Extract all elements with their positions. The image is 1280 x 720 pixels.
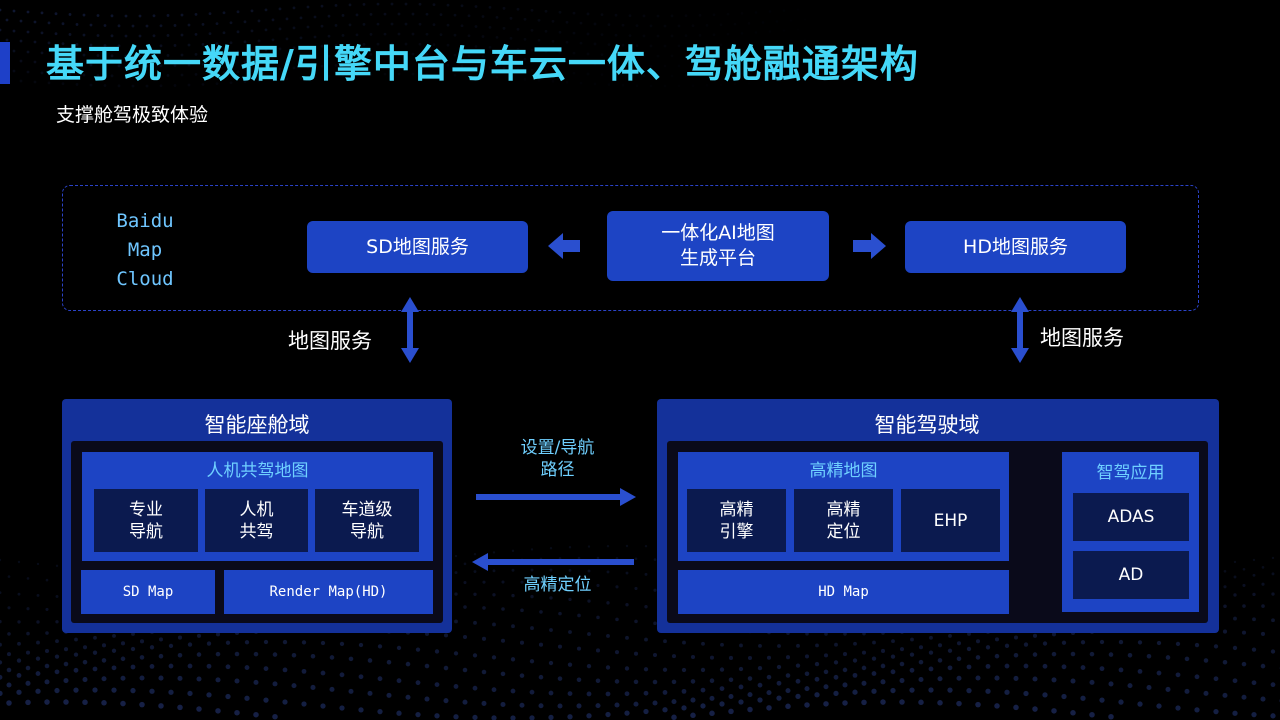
page-subtitle: 支撑舱驾极致体验: [56, 104, 209, 126]
cockpit-domain-title: 智能座舱域: [204, 413, 310, 437]
cloud-label-line: Map: [127, 239, 163, 261]
ai-map-platform-box: 一体化AI地图 生成平台: [607, 211, 829, 281]
hd-positioning-label: 高精定位: [523, 575, 592, 595]
arrow-left-icon: [472, 553, 634, 571]
sd-map-service-box: SD地图服务: [307, 221, 528, 273]
ai-platform-line: 一体化AI地图: [661, 222, 775, 244]
hd-map-panel-title: 高精地图: [809, 461, 878, 481]
cell-line: 定位: [826, 521, 861, 542]
hd-engine-cell: 高精 引擎: [687, 489, 786, 552]
title-accent-bar: [0, 42, 10, 84]
hd-map-service-box: HD地图服务: [905, 221, 1126, 273]
adas-app-panel-title: 智驾应用: [1096, 463, 1165, 483]
render-map-strip: Render Map(HD): [224, 570, 433, 614]
ad-cell: AD: [1073, 551, 1189, 599]
map-service-label: 地图服务: [288, 329, 372, 353]
cell-line: 车道级: [341, 499, 393, 520]
map-service-label: 地图服务: [1040, 326, 1124, 350]
co-driving-cell: 人机 共驾: [205, 489, 308, 552]
hd-map-strip: HD Map: [678, 570, 1009, 614]
cell-line: EHP: [933, 510, 968, 531]
cell-line: 高精: [826, 499, 861, 520]
cell-line: 高精: [719, 499, 754, 520]
cloud-region: [62, 185, 1199, 311]
page-title: 基于统一数据/引擎中台与车云一体、驾舱融通架构: [46, 42, 919, 86]
cell-line: 引擎: [719, 521, 754, 542]
hd-positioning-cell: 高精 定位: [794, 489, 893, 552]
cell-line: 共驾: [239, 521, 274, 542]
sd-map-strip: SD Map: [81, 570, 215, 614]
hmi-map-panel-title: 人机共驾地图: [206, 461, 309, 481]
nav-route-label: 设置/导航 路径: [500, 437, 615, 481]
cell-line: 专业: [129, 499, 163, 520]
adas-cell: ADAS: [1073, 493, 1189, 541]
cloud-label: Baidu Map Cloud: [100, 207, 190, 294]
cloud-label-line: Cloud: [116, 268, 174, 290]
nav-route-label-line: 设置/导航: [520, 438, 595, 458]
lane-navigation-cell: 车道级 导航: [315, 489, 419, 552]
ai-platform-line: 生成平台: [679, 247, 756, 269]
driving-domain-title: 智能驾驶域: [874, 413, 980, 437]
cell-line: 导航: [350, 521, 384, 542]
pro-navigation-cell: 专业 导航: [94, 489, 198, 552]
cell-line: 导航: [129, 521, 163, 542]
arrow-right-icon: [476, 488, 636, 506]
cell-line: 人机: [239, 499, 274, 520]
nav-route-label-line: 路径: [540, 460, 575, 480]
cloud-label-line: Baidu: [116, 210, 174, 232]
ehp-cell: EHP: [901, 489, 1000, 552]
